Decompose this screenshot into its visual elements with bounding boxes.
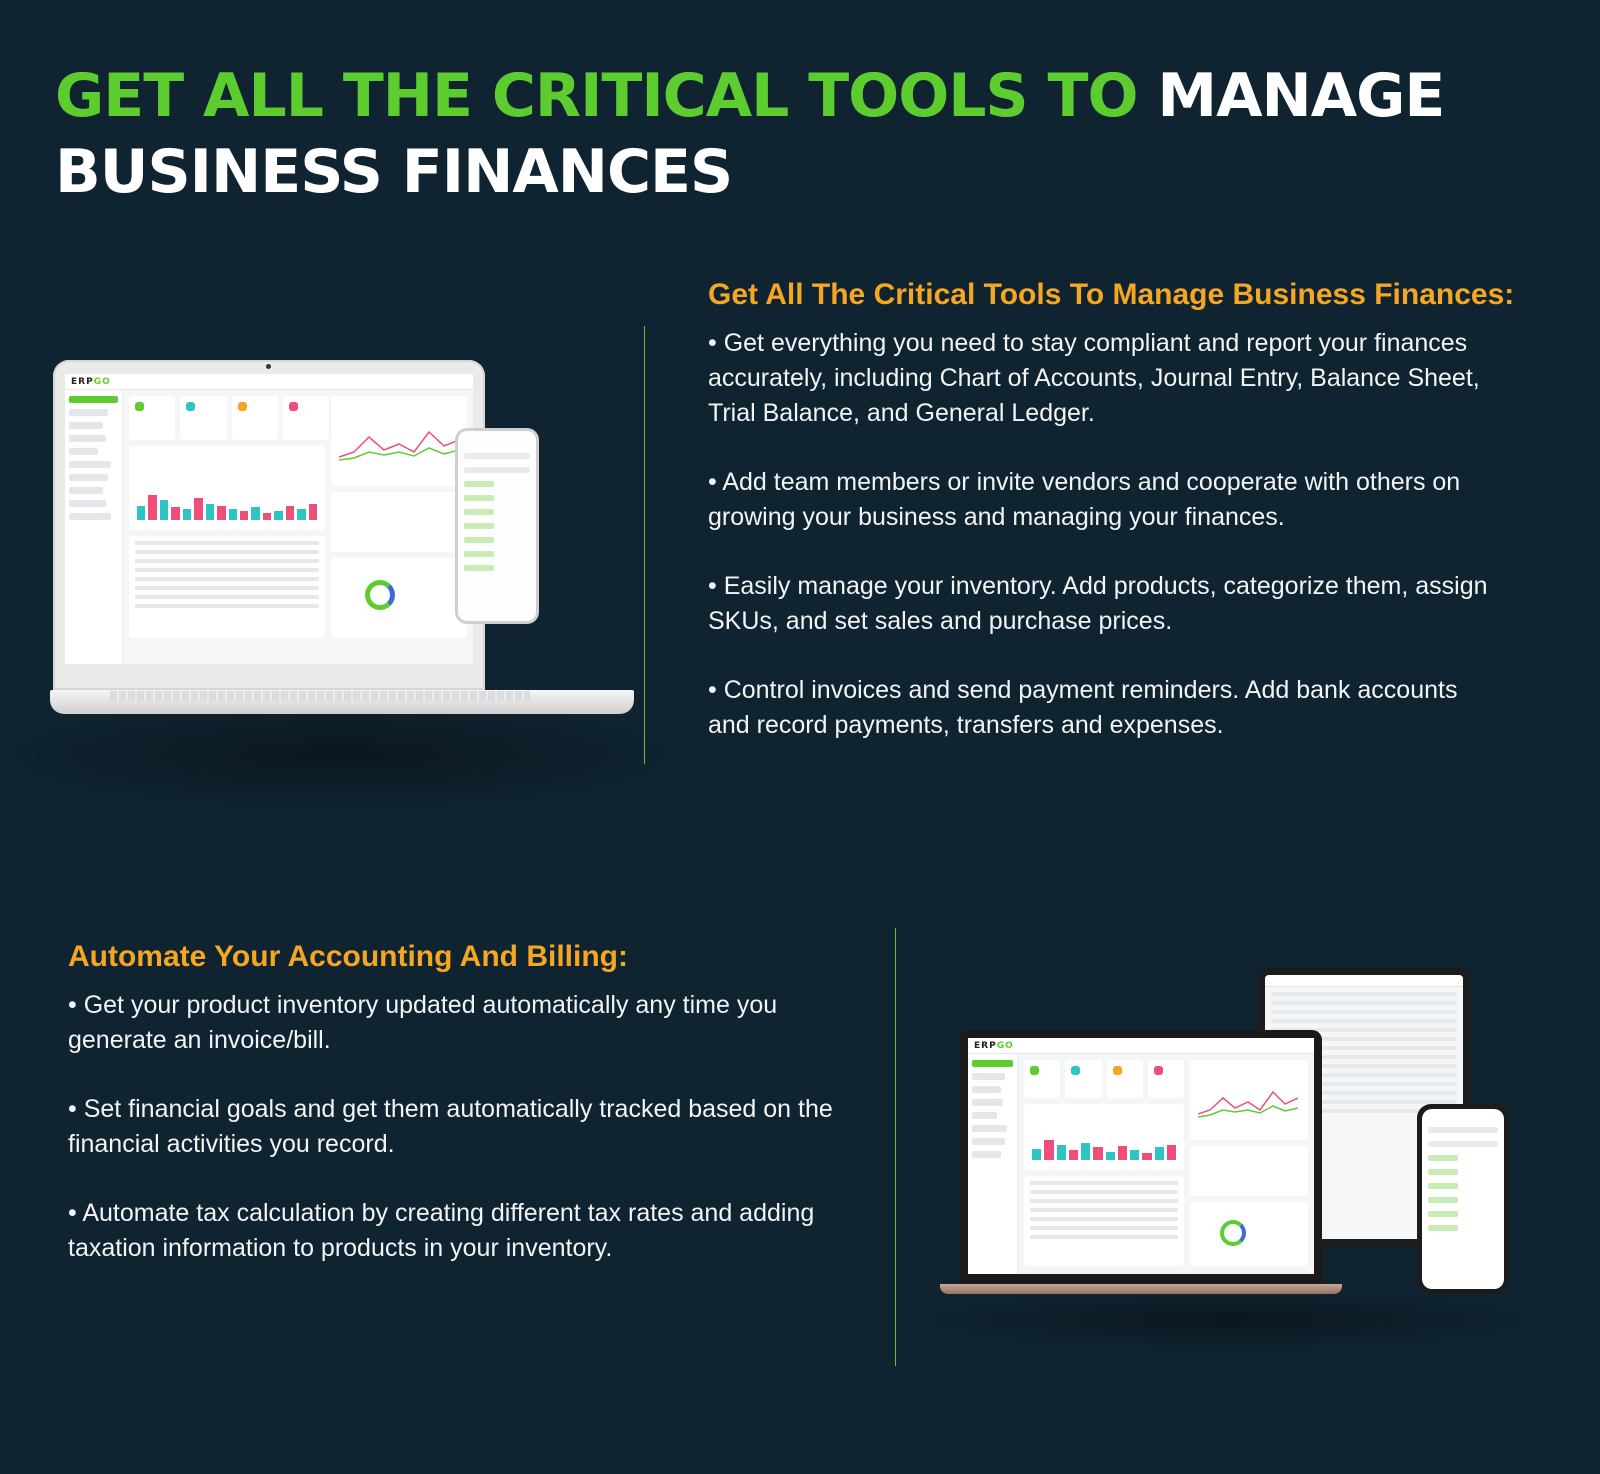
divider-line [644, 326, 645, 764]
stat-cards [1024, 1060, 1184, 1098]
dashboard-screenshot: ERPGO [65, 374, 473, 664]
stat-card [282, 396, 329, 440]
sidebar-item [69, 396, 118, 403]
dashboard-main [1024, 1060, 1310, 1270]
dashboard-sidebar [65, 390, 123, 664]
income-expense-bars [1032, 1132, 1176, 1160]
income-by-category-panel [331, 558, 467, 638]
stat-card [231, 396, 278, 440]
income-expense-bars [137, 484, 317, 520]
laptop-keyboard [110, 691, 530, 701]
section2-title: Automate Your Accounting And Billing: [68, 940, 628, 973]
sidebar-item [972, 1112, 997, 1119]
sidebar-item [69, 448, 99, 455]
bullet-item: • Control invoices and send payment remi… [708, 676, 1458, 739]
section1-title: Get All The Critical Tools To Manage Bus… [708, 278, 1515, 311]
stat-card [1065, 1060, 1102, 1098]
headline-green-part: GET ALL THE CRITICAL TOOLS TO [55, 61, 1158, 131]
camera-dot [266, 364, 271, 369]
laptop-mockup: ERPGO [940, 1030, 1360, 1300]
phone-mockup [1417, 1104, 1509, 1294]
phone-screen [1422, 1109, 1504, 1289]
sidebar-item [972, 1086, 1001, 1093]
sidebar-item [972, 1138, 1005, 1145]
employee-list [1422, 1127, 1504, 1231]
erpgo-logo: ERPGO [974, 1040, 1014, 1051]
bullet-item: • Get your product inventory updated aut… [68, 991, 778, 1054]
sidebar-item [972, 1151, 1001, 1158]
stat-cards [129, 396, 329, 440]
page-headline: GET ALL THE CRITICAL TOOLS TO MANAGE BUS… [55, 58, 1475, 210]
cashflow-line [1198, 1090, 1298, 1118]
headline-white-part: MANAGE BUSINESS FINANCES [55, 61, 1445, 207]
sidebar-item [69, 422, 104, 429]
dashboard-topbar: ERPGO [65, 374, 473, 390]
cashflow-line [339, 430, 459, 461]
dashboard-main [129, 396, 469, 660]
mockup-shadow [0, 700, 680, 810]
category-donut [1220, 1220, 1246, 1246]
sidebar-item [69, 461, 111, 468]
bullet-item: • Set financial goals and get them autom… [68, 1095, 833, 1158]
sidebar-item [972, 1125, 1007, 1132]
tablet-rows [1265, 992, 1463, 1113]
income-expense-panel [1024, 1104, 1184, 1170]
income-by-category-panel [1190, 1202, 1308, 1266]
category-donut [365, 580, 395, 610]
sidebar-item [69, 500, 106, 507]
laptop-mockup: ERPGO [50, 360, 650, 750]
section2-bullets: • Get your product inventory updated aut… [68, 988, 848, 1300]
sidebar-item [69, 474, 109, 481]
section1-bullets: • Get everything you need to stay compli… [708, 326, 1488, 777]
phone-mockup [455, 428, 539, 624]
stat-card [1024, 1060, 1061, 1098]
stat-card [129, 396, 176, 440]
income-vs-expense-panel [1190, 1146, 1308, 1196]
dashboard-topbar: ERPGO [968, 1038, 1314, 1054]
stat-card [180, 396, 227, 440]
sidebar-item [69, 435, 106, 442]
cashflow-panel [331, 396, 467, 486]
sidebar-item [972, 1073, 1005, 1080]
sidebar-item [69, 409, 109, 416]
bullet-item: • Easily manage your inventory. Add prod… [708, 572, 1488, 635]
erpgo-logo: ERPGO [71, 376, 111, 387]
income-expense-panel [129, 446, 325, 530]
employee-list [458, 453, 536, 571]
bullet-item: • Get everything you need to stay compli… [708, 329, 1480, 427]
divider-line [895, 928, 896, 1366]
sidebar-item [69, 513, 111, 520]
laptop-lid: ERPGO [53, 360, 485, 690]
income-vs-expense-panel [331, 492, 467, 552]
dashboard-topbar [1265, 975, 1463, 987]
bullet-item: • Add team members or invite vendors and… [708, 468, 1461, 531]
laptop-base [940, 1284, 1342, 1294]
laptop-lid: ERPGO [960, 1030, 1322, 1284]
account-balance-panel [129, 536, 325, 638]
sidebar-item [972, 1060, 1013, 1067]
cashflow-panel [1190, 1060, 1308, 1140]
mockup-shadow [920, 1290, 1540, 1350]
stat-card [1106, 1060, 1143, 1098]
dashboard-sidebar [968, 1054, 1018, 1274]
dashboard-screenshot: ERPGO [968, 1038, 1314, 1274]
sidebar-item [972, 1099, 1003, 1106]
account-balance-panel [1024, 1176, 1184, 1266]
stat-card [1147, 1060, 1184, 1098]
sidebar-item [69, 487, 104, 494]
bullet-item: • Automate tax calculation by creating d… [68, 1199, 815, 1262]
